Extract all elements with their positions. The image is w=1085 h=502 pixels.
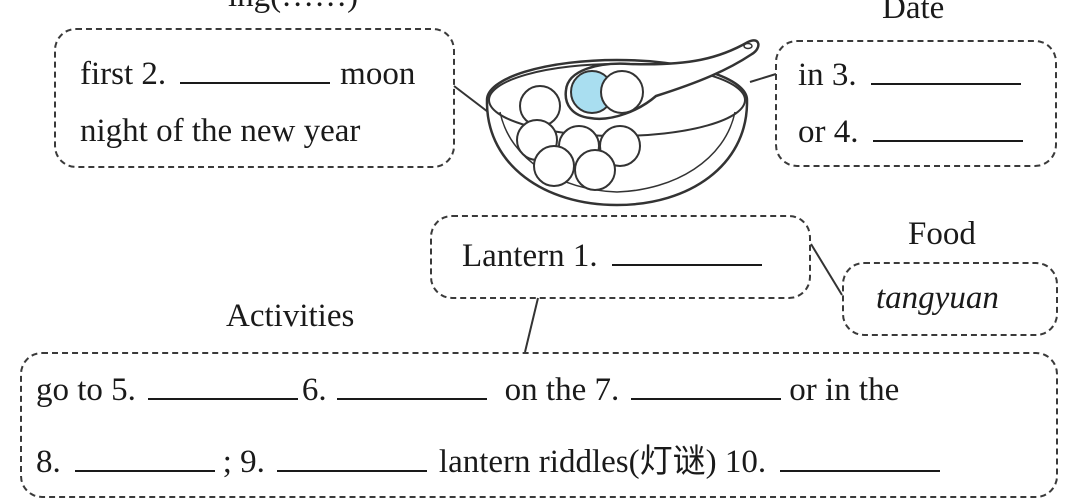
spoon-icon [564,39,760,121]
activities-box [20,352,1058,498]
time-line-1: first 2. moon [80,58,415,91]
time-box [54,28,455,168]
activities-l1-b: 6. [301,372,327,408]
blank-9[interactable] [276,466,427,472]
activities-l1-d: or in the [789,372,900,408]
blank-10[interactable] [780,466,941,472]
blank-4[interactable] [872,136,1023,142]
festival-name-box [430,215,811,299]
tangyuan-balls-icon [516,85,641,191]
activities-line-1: go to 5. 6. on the 7. or in the [36,374,899,407]
time-line-2: night of the new year [80,113,361,149]
blank-5[interactable] [147,394,298,400]
time-line-1-prefix: first 2. [80,56,167,92]
heading-activities: Activities [226,298,355,334]
blank-1[interactable] [611,260,762,266]
blank-2[interactable] [180,78,331,84]
heading-date: Date [882,0,945,26]
activities-l2-a: 8. [36,444,61,480]
festival-name-label: Lantern 1. [462,238,598,274]
date-line-2-label: or 4. [798,114,859,150]
heading-partial-top: ing(……) [228,0,358,13]
blank-6[interactable] [336,394,487,400]
connector-time-line [453,85,493,116]
food-text: tangyuan [876,280,999,316]
date-line-1-label: in 3. [798,57,857,93]
blank-3[interactable] [870,79,1021,85]
connector-activities-line [524,297,539,353]
activities-l2-c: lantern riddles(灯谜) 10. [438,444,767,480]
activities-line-2: 8. ; 9. lantern riddles(灯谜) 10. [36,446,944,479]
connector-food-line [810,243,843,296]
activities-l1-c: on the 7. [504,372,620,408]
food-box [842,262,1058,336]
date-box [775,40,1057,167]
activities-l1-a: go to 5. [36,372,136,408]
date-line-2: or 4. [798,116,1027,149]
activities-l2-b: ; 9. [222,444,265,480]
time-line-1-suffix: moon [340,56,416,92]
blank-7[interactable] [631,394,782,400]
date-line-1: in 3. [798,59,1025,92]
connector-date-line [749,73,777,83]
heading-food: Food [908,216,976,252]
festival-name-line: Lantern 1. [462,240,766,273]
blank-8[interactable] [74,466,215,472]
